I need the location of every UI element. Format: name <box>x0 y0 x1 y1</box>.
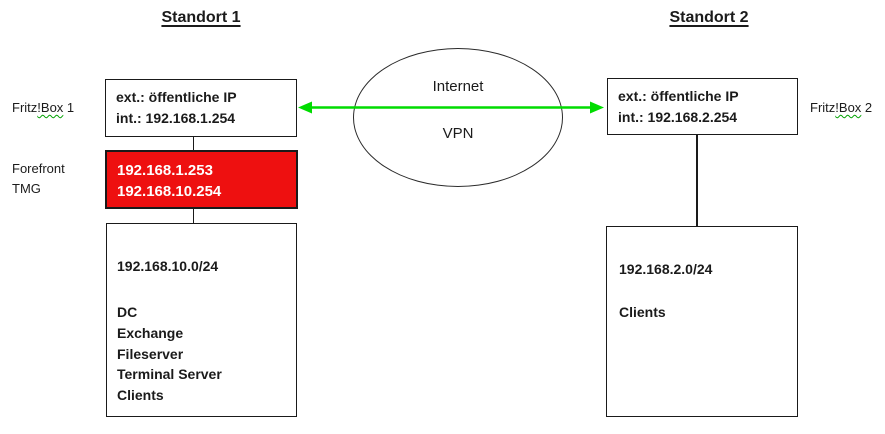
site1-router-box: ext.: öffentliche IP int.: 192.168.1.254 <box>105 79 297 137</box>
site1-router-int-line: int.: 192.168.1.254 <box>116 110 236 126</box>
vpn-label: VPN <box>442 125 474 142</box>
site2-lan-subnet: 192.168.2.0/24 <box>619 261 713 277</box>
site1-firewall-lan-connector <box>192 209 194 223</box>
site2-lan-hosts: Clients <box>619 302 791 323</box>
site1-firewall-ip2: 192.168.10.254 <box>117 183 222 200</box>
internet-cloud-ellipse <box>353 48 563 187</box>
site1-firewall-label-line1: Forefront <box>12 161 65 176</box>
site1-lan-box: 192.168.10.0/24 DC Exchange Fileserver T… <box>106 223 297 417</box>
site1-host-fileserver: Fileserver <box>117 345 184 362</box>
site1-title: Standort 1 <box>161 9 241 26</box>
site1-firewall-box: 192.168.1.253 192.168.10.254 <box>105 150 298 209</box>
site2-title: Standort 2 <box>669 9 749 26</box>
site1-router-label-post: 1 <box>63 100 75 115</box>
site2-router-label: Fritz!Box 2 <box>810 100 872 115</box>
site1-router-label-squiggle: !Box <box>37 100 64 115</box>
site1-host-clients: Clients <box>117 387 164 404</box>
site1-firewall-label-line2: TMG <box>12 181 41 196</box>
site2-router-ext-line: ext.: öffentliche IP <box>618 88 739 104</box>
site2-lan-box: 192.168.2.0/24 Clients <box>606 226 798 417</box>
site2-router-lan-connector <box>696 135 698 226</box>
vpn-arrowhead-left-icon <box>298 101 312 114</box>
site1-lan-subnet: 192.168.10.0/24 <box>117 258 219 274</box>
site1-firewall-ip1: 192.168.1.253 <box>117 162 213 179</box>
site2-router-label-squiggle: !Box <box>835 100 862 115</box>
internet-label: Internet <box>432 78 484 95</box>
site1-host-exchange: Exchange <box>117 324 184 341</box>
site2-router-box: ext.: öffentliche IP int.: 192.168.2.254 <box>607 78 798 135</box>
site1-router-firewall-connector <box>192 137 194 150</box>
site2-router-int-line: int.: 192.168.2.254 <box>618 109 738 125</box>
site2-router-label-pre: Fritz <box>810 100 836 115</box>
site1-host-dc: DC <box>117 304 138 320</box>
site1-router-label-pre: Fritz <box>12 100 38 115</box>
site1-host-terminal-server: Terminal Server <box>117 366 222 383</box>
site2-host-clients: Clients <box>619 304 666 320</box>
site1-lan-hosts: DC Exchange Fileserver Terminal Server C… <box>117 302 290 406</box>
site1-router-ext-line: ext.: öffentliche IP <box>116 89 237 105</box>
vpn-arrowhead-right-icon <box>590 101 604 114</box>
site1-firewall-label: Forefront TMG <box>12 159 65 199</box>
site1-router-label: Fritz!Box 1 <box>12 100 74 115</box>
site2-router-label-post: 2 <box>861 100 873 115</box>
